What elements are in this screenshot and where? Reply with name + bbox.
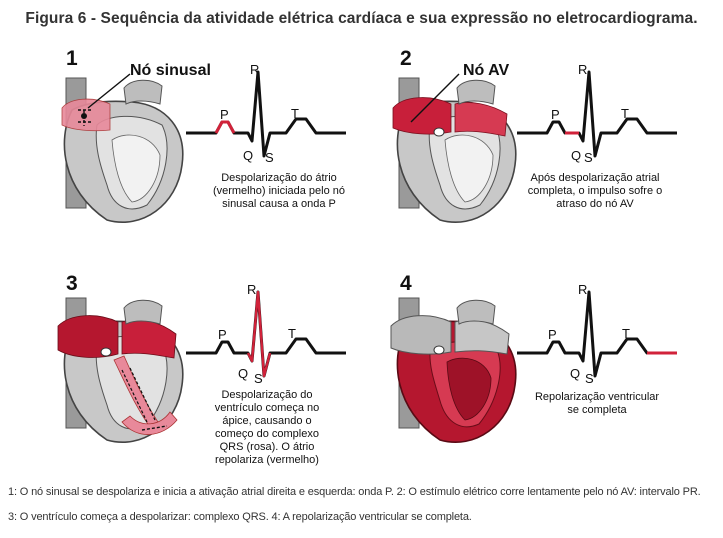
ecg-trace [517,290,677,378]
panel-number: 2 [400,47,412,70]
wave-label-p: P [551,107,560,122]
heart-illustration [392,73,517,223]
node-label-sinusal: Nó sinusal [130,62,211,79]
heart-illustration [61,73,184,223]
wave-label-q: Q [571,148,582,163]
wave-label-q: Q [570,366,581,381]
wave-label-s: S [584,150,593,165]
wave-label-s: S [254,371,263,386]
wave-label-r: R [578,282,588,297]
wave-label-t: T [622,326,630,341]
figure-title: Figura 6 - Sequência da atividade elétri… [25,10,698,27]
footnote-line-2: 3: O ventrículo começa a despolarizar: c… [8,511,472,523]
wave-label-t: T [291,106,299,121]
ecg-trace [186,290,346,378]
panel-caption: Repolarização ventricular se completa [534,391,660,416]
wave-label-t: T [288,326,296,341]
wave-label-q: Q [243,148,254,163]
wave-label-s: S [585,371,594,386]
panel-number: 1 [66,47,78,70]
wave-label-r: R [250,62,260,77]
heart-illustration [57,297,184,443]
heart-illustration [390,297,517,443]
panel-caption: Despolarização do ventrículo começa no á… [214,389,320,466]
panel-caption: Após despolarização atrial completa, o i… [527,172,663,210]
node-label-av: Nó AV [463,62,510,79]
ecg-trace [517,70,677,158]
wave-label-r: R [578,62,588,77]
panel-caption: Despolarização do átrio (vermelho) inici… [212,172,346,210]
wave-label-p: P [218,327,227,342]
panel-number: 4 [400,272,412,295]
wave-label-p: P [220,107,229,122]
ecg-trace [186,70,346,158]
wave-label-p: P [548,327,557,342]
wave-label-q: Q [238,366,249,381]
footnote-line-1: 1: O nó sinusal se despolariza e inicia … [8,486,701,498]
wave-label-s: S [265,150,274,165]
wave-label-t: T [621,106,629,121]
panel-number: 3 [66,272,78,295]
wave-label-r: R [247,282,257,297]
